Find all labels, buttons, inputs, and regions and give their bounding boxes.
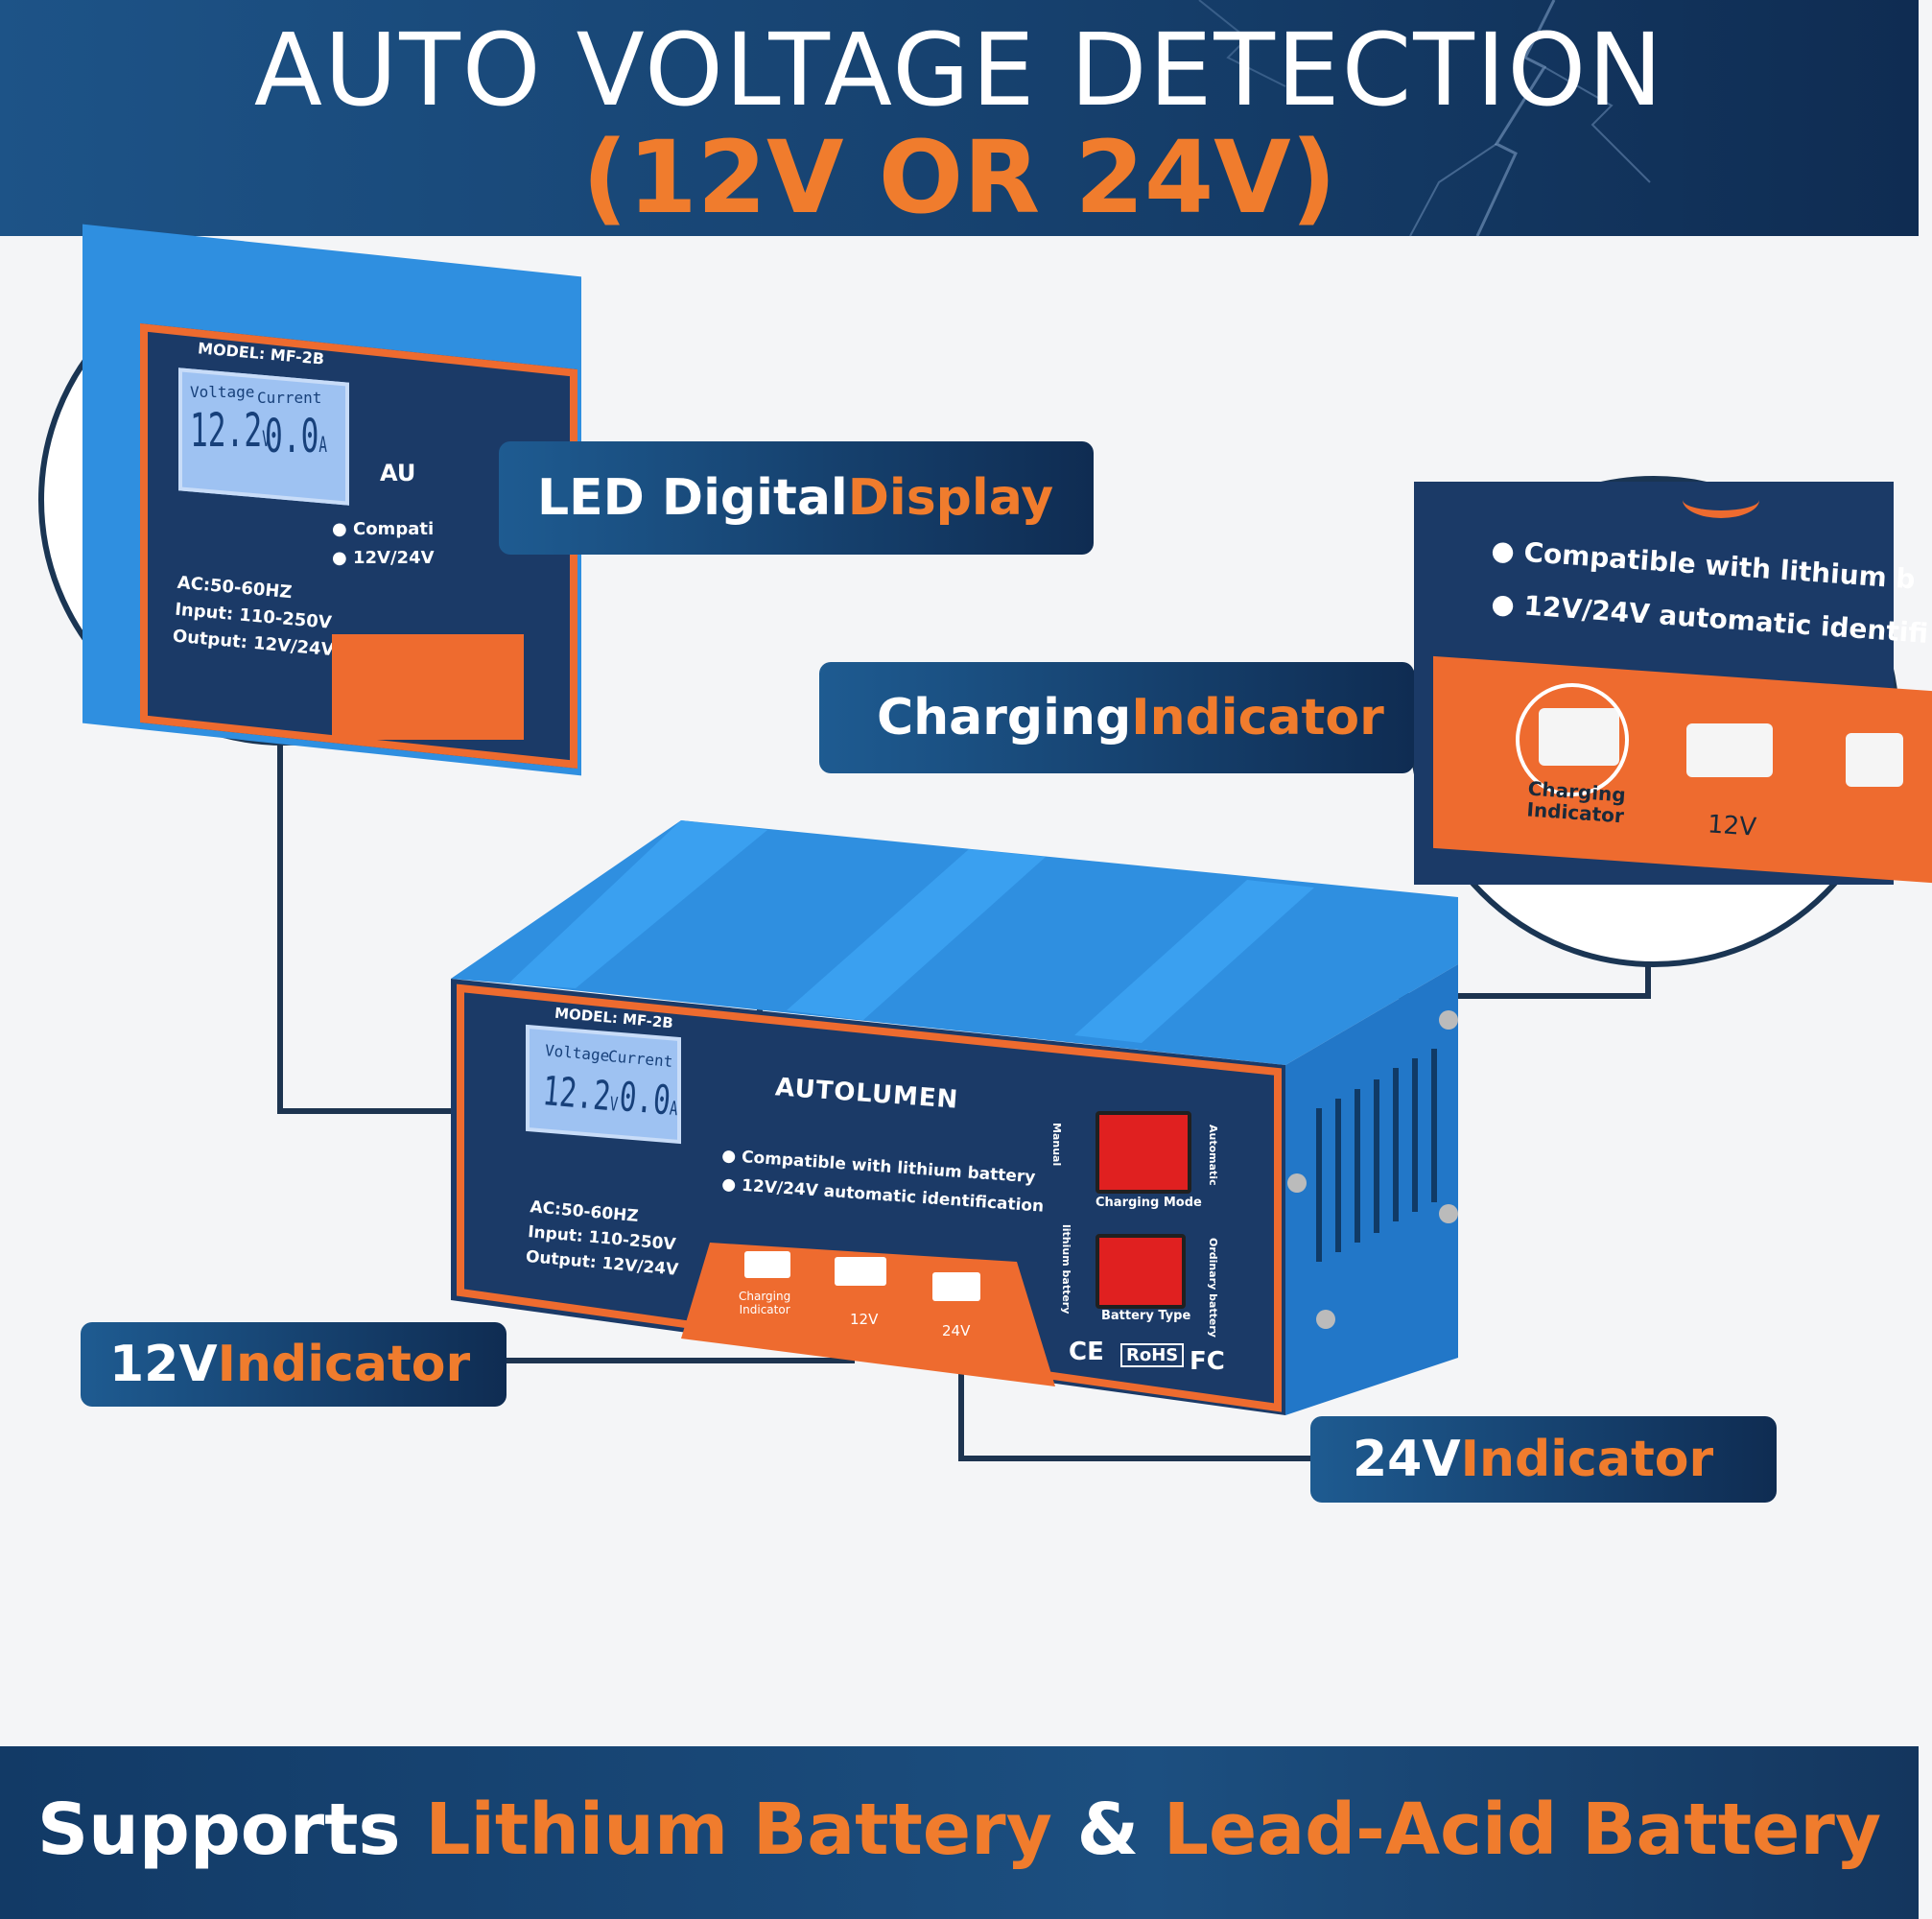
zoom-left-lcd-voltage-label: Voltage [190, 383, 255, 401]
zoom-right-12v-led [1686, 723, 1773, 777]
callout-led-display: LED Digital Display [499, 441, 1094, 555]
callout-24v-indicator: 24V Indicator [1310, 1416, 1777, 1503]
zoom-left-lcd-current-value: 0.0A [265, 410, 327, 463]
battery-type-switch[interactable] [1096, 1234, 1186, 1309]
header-subtitle: (12V OR 24V) [581, 119, 1337, 236]
ce-mark: CE [1069, 1338, 1104, 1366]
zoom-right-24v-led [1846, 733, 1903, 787]
battery-charger-device [451, 820, 1458, 1415]
switch-mode-left-label: Manual [1050, 1123, 1063, 1167]
zoom-right-highlight-ring [1516, 683, 1629, 796]
zoom-right-logo-arc [1683, 482, 1759, 518]
zoom-right-12v-label: 12V [1707, 810, 1757, 842]
device-12v-led [835, 1257, 886, 1286]
charging-mode-switch[interactable] [1096, 1111, 1191, 1194]
device-24v-led [932, 1272, 980, 1301]
switch-type-right-label: Ordinary battery [1207, 1238, 1219, 1338]
header-title: AUTO VOLTAGE DETECTION [253, 12, 1665, 129]
charging-mode-label: Charging Mode [1096, 1196, 1202, 1210]
callout-12v-indicator: 12V Indicator [81, 1322, 507, 1407]
device-12v-led-label: 12V [850, 1311, 879, 1328]
footer-text: Supports Lithium Battery & Lead-Acid Bat… [36, 1789, 1882, 1871]
switch-mode-right-label: Automatic [1207, 1125, 1219, 1186]
footer-banner: Supports Lithium Battery & Lead-Acid Bat… [0, 1746, 1919, 1919]
battery-type-label: Battery Type [1101, 1309, 1191, 1323]
fcc-mark: FC [1190, 1347, 1225, 1376]
zoom-left-feature-2: ● 12V/24V [332, 548, 435, 568]
device-24v-led-label: 24V [942, 1322, 971, 1339]
device-lcd-current-value: 0.0A [617, 1073, 679, 1125]
zoom-left-lcd-current-label: Current [257, 389, 322, 407]
zoom-left-orange-panel [332, 634, 524, 740]
zoom-circle-charging-indicator: ● Compatible with lithium b ● 12V/24V au… [1408, 476, 1932, 967]
lightning-decoration [1198, 0, 1651, 237]
callout-charging-indicator: Charging Indicator [819, 662, 1414, 773]
zoom-left-brand: AU [380, 460, 416, 486]
device-lcd-voltage-value: 12.2V [540, 1067, 620, 1120]
zoom-left-lcd-voltage-value: 12.2V [190, 404, 271, 458]
zoom-left-feature-1: ● Compati [332, 519, 435, 539]
rohs-mark: RoHS [1120, 1343, 1185, 1367]
zoom-left-specs: AC:50-60HZ Input: 110-250V Output: 12V/2… [172, 570, 341, 664]
header-banner: AUTO VOLTAGE DETECTION (12V OR 24V) [0, 0, 1919, 237]
zoom-circle-display: MODEL: MF-2B Voltage Current 12.2V 0.0A … [38, 224, 581, 776]
switch-type-left-label: lithium battery [1060, 1224, 1072, 1315]
device-charging-led [744, 1251, 790, 1278]
device-specs: AC:50-60HZ Input: 110-250V Output: 12V/2… [525, 1195, 684, 1283]
